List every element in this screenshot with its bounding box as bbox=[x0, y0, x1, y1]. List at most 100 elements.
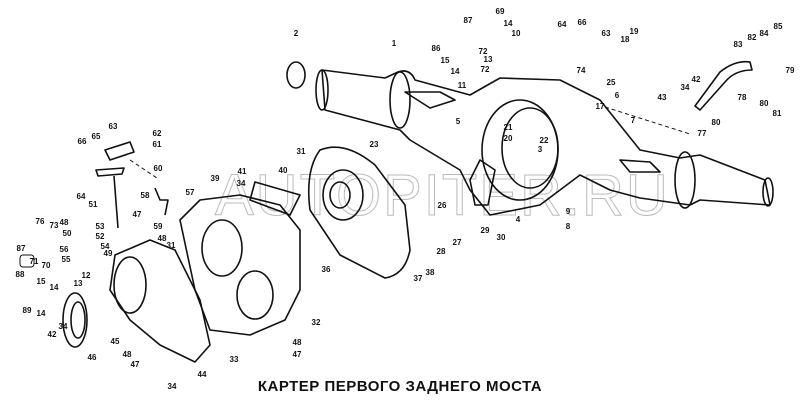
part-callout: 34 bbox=[168, 382, 177, 391]
part-callout: 63 bbox=[109, 122, 118, 131]
part-callout: 62 bbox=[153, 129, 162, 138]
part-callout: 51 bbox=[89, 200, 98, 209]
part-callout: 77 bbox=[698, 129, 707, 138]
part-callout: 31 bbox=[167, 241, 176, 250]
part-callout: 49 bbox=[104, 249, 113, 258]
part-callout: 80 bbox=[760, 99, 769, 108]
part-callout: 22 bbox=[540, 136, 549, 145]
part-callout: 37 bbox=[414, 274, 423, 283]
part-callout: 55 bbox=[62, 255, 71, 264]
part-callout: 66 bbox=[578, 18, 587, 27]
part-callout: 5 bbox=[456, 117, 461, 126]
part-callout: 38 bbox=[426, 268, 435, 277]
part-callout: 26 bbox=[438, 201, 447, 210]
part-callout: 31 bbox=[297, 147, 306, 156]
diagram-title: КАРТЕР ПЕРВОГО ЗАДНЕГО МОСТА bbox=[257, 378, 543, 395]
part-callout: 14 bbox=[451, 67, 460, 76]
part-callout: 78 bbox=[738, 93, 747, 102]
part-callout: 82 bbox=[748, 33, 757, 42]
part-callout: 14 bbox=[37, 309, 46, 318]
part-callout: 47 bbox=[293, 350, 302, 359]
part-callout: 48 bbox=[158, 234, 167, 243]
part-callout: 66 bbox=[78, 137, 87, 146]
part-callout: 48 bbox=[293, 338, 302, 347]
part-callout: 42 bbox=[48, 330, 57, 339]
part-callout: 47 bbox=[131, 360, 140, 369]
part-callout: 48 bbox=[123, 350, 132, 359]
part-callout: 87 bbox=[17, 244, 26, 253]
part-callout: 28 bbox=[437, 247, 446, 256]
part-callout: 7 bbox=[631, 116, 636, 125]
part-callout: 85 bbox=[774, 22, 783, 31]
shift-mechanism bbox=[19, 60, 753, 268]
part-callout: 74 bbox=[577, 66, 586, 75]
part-callout: 39 bbox=[211, 174, 220, 183]
part-callout: 53 bbox=[96, 222, 105, 231]
part-callout: 6 bbox=[615, 91, 620, 100]
part-callout: 41 bbox=[238, 167, 247, 176]
part-callout: 89 bbox=[23, 306, 32, 315]
part-callout: 12 bbox=[82, 271, 91, 280]
part-callout: 64 bbox=[77, 192, 86, 201]
part-callout: 14 bbox=[504, 19, 513, 28]
part-callout: 19 bbox=[630, 27, 639, 36]
part-callout: 13 bbox=[484, 55, 493, 64]
part-callout: 10 bbox=[512, 29, 521, 38]
part-callout: 15 bbox=[441, 56, 450, 65]
part-callout: 54 bbox=[101, 242, 110, 251]
part-callout: 86 bbox=[432, 44, 441, 53]
part-callout: 8 bbox=[566, 222, 571, 231]
part-callout: 27 bbox=[453, 238, 462, 247]
part-callout: 64 bbox=[558, 20, 567, 29]
part-callout: 58 bbox=[141, 191, 150, 200]
part-callout: 30 bbox=[497, 233, 506, 242]
part-callout: 61 bbox=[153, 140, 162, 149]
part-callout: 59 bbox=[154, 222, 163, 231]
part-callout: 9 bbox=[566, 207, 571, 216]
part-callout: 13 bbox=[74, 279, 83, 288]
part-callout: 17 bbox=[596, 102, 605, 111]
part-callout: 14 bbox=[50, 283, 59, 292]
differential-carrier bbox=[307, 146, 411, 279]
part-callout: 33 bbox=[230, 355, 239, 364]
part-callout: 34 bbox=[237, 179, 246, 188]
part-callout: 34 bbox=[59, 322, 68, 331]
part-callout: 42 bbox=[692, 75, 701, 84]
part-callout: 15 bbox=[37, 277, 46, 286]
part-callout: 87 bbox=[464, 16, 473, 25]
part-callout: 36 bbox=[322, 265, 331, 274]
part-callout: 76 bbox=[36, 217, 45, 226]
part-callout: 65 bbox=[92, 132, 101, 141]
part-callout: 46 bbox=[88, 353, 97, 362]
part-callout: 72 bbox=[479, 47, 488, 56]
part-callout: 48 bbox=[60, 218, 69, 227]
part-callout: 56 bbox=[60, 245, 69, 254]
part-callout: 18 bbox=[621, 35, 630, 44]
part-callout: 69 bbox=[496, 7, 505, 16]
part-callout: 73 bbox=[50, 221, 59, 230]
part-callout: 34 bbox=[681, 83, 690, 92]
part-callout: 72 bbox=[481, 65, 490, 74]
part-callout: 44 bbox=[198, 370, 207, 379]
gear-case bbox=[62, 181, 301, 363]
part-callout: 71 bbox=[30, 257, 39, 266]
part-callout: 29 bbox=[481, 226, 490, 235]
part-callout: 45 bbox=[111, 337, 120, 346]
part-callout: 60 bbox=[154, 164, 163, 173]
part-callout: 52 bbox=[96, 232, 105, 241]
part-callout: 23 bbox=[370, 140, 379, 149]
part-callout: 57 bbox=[186, 188, 195, 197]
part-callout: 70 bbox=[42, 261, 51, 270]
part-callout: 21 bbox=[504, 123, 513, 132]
part-callout: 4 bbox=[516, 215, 521, 224]
part-callout: 40 bbox=[279, 166, 288, 175]
part-callout: 88 bbox=[16, 270, 25, 279]
part-callout: 63 bbox=[602, 29, 611, 38]
part-callout: 20 bbox=[504, 134, 513, 143]
part-callout: 50 bbox=[63, 229, 72, 238]
part-callout: 11 bbox=[458, 81, 467, 90]
axle-housing bbox=[286, 61, 774, 216]
part-callout: 43 bbox=[658, 93, 667, 102]
